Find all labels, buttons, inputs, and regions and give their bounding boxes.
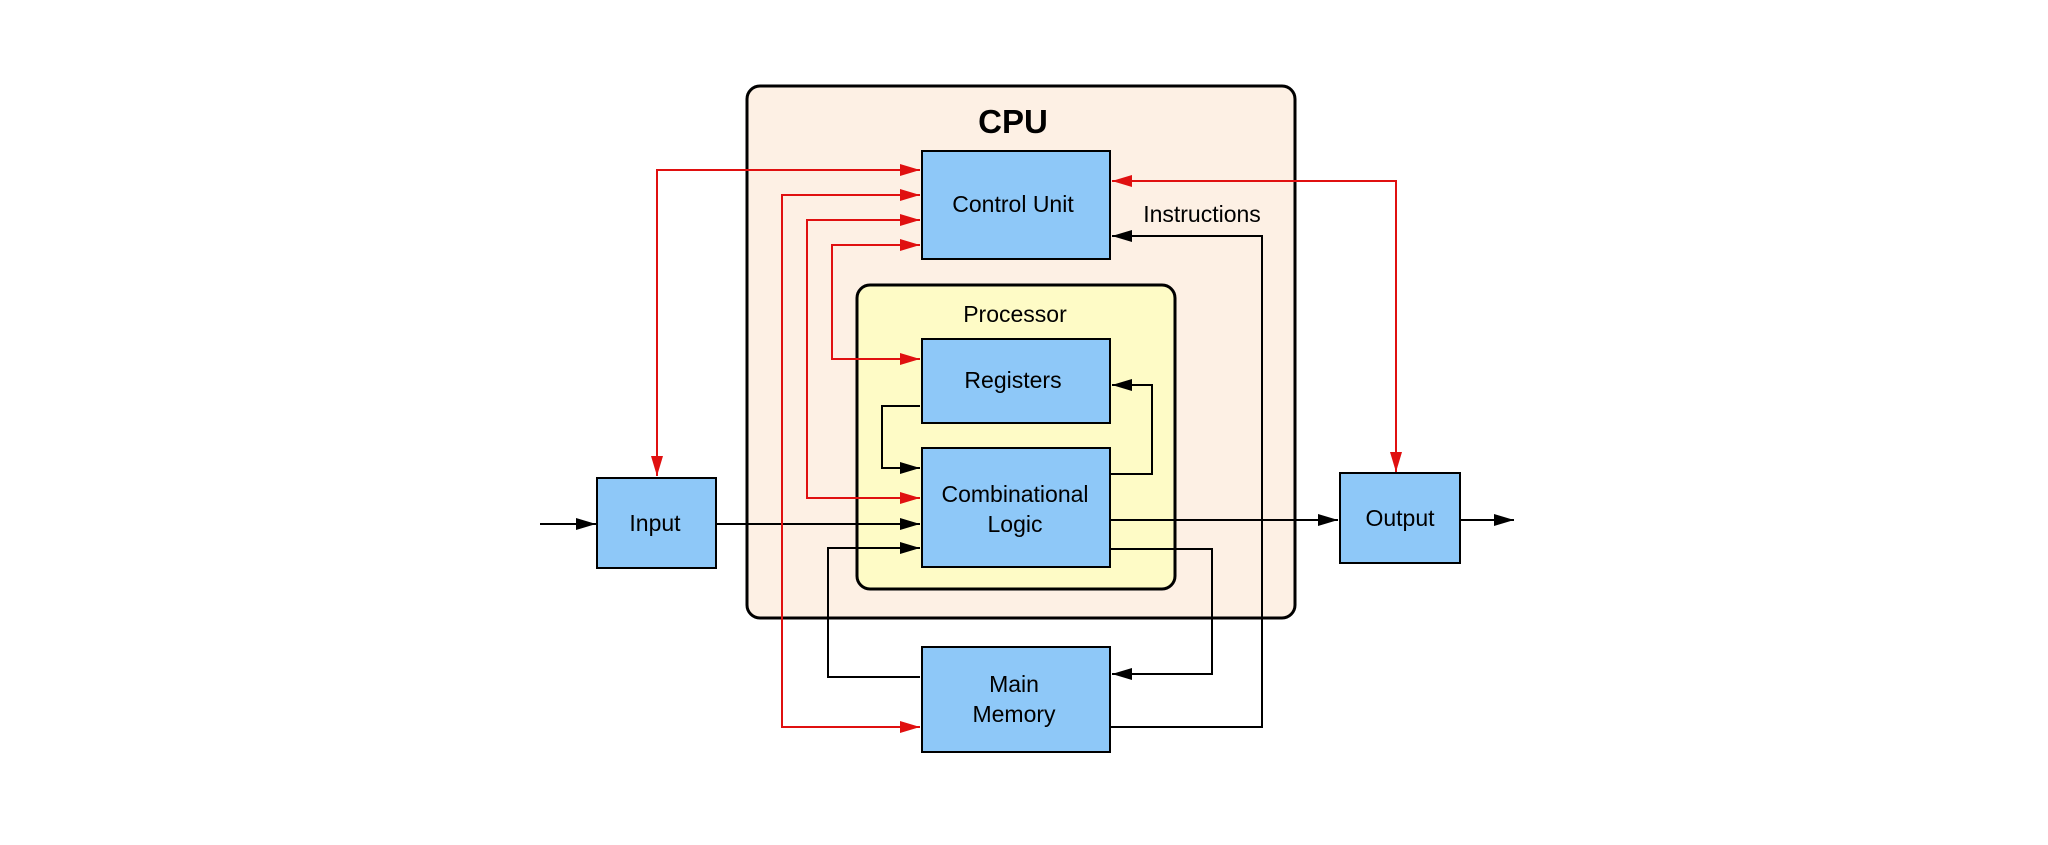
memory-to-logic-arrow: [827, 542, 920, 678]
combinational-logic-label-line2: Logic: [988, 511, 1043, 537]
instructions-label: Instructions: [1143, 201, 1261, 227]
control-unit-label: Control Unit: [952, 191, 1074, 217]
control-logic-arrow: [806, 214, 920, 504]
registers-label: Registers: [964, 367, 1061, 393]
main-memory-label-line1: Main: [989, 671, 1039, 697]
processor-title: Processor: [963, 301, 1067, 327]
input-box: Input: [596, 477, 717, 569]
output-box: Output: [1339, 472, 1461, 564]
logic-to-memory-arrow: [1110, 548, 1213, 680]
control-unit-box: Control Unit: [921, 150, 1111, 260]
combinational-logic-box: Combinational Logic: [921, 447, 1111, 568]
input-label: Input: [629, 510, 681, 536]
main-memory-box: Main Memory: [921, 646, 1111, 753]
control-registers-arrow: [831, 239, 920, 365]
main-memory-label-line2: Memory: [972, 701, 1056, 727]
control-memory-arrow: [781, 189, 920, 733]
registers-box: Registers: [921, 338, 1111, 424]
combinational-logic-label-line1: Combinational: [941, 481, 1088, 507]
control-output-arrow: [1112, 175, 1402, 472]
control-input-arrow: [651, 164, 920, 476]
output-label: Output: [1365, 505, 1435, 531]
cpu-title: CPU: [978, 103, 1048, 140]
